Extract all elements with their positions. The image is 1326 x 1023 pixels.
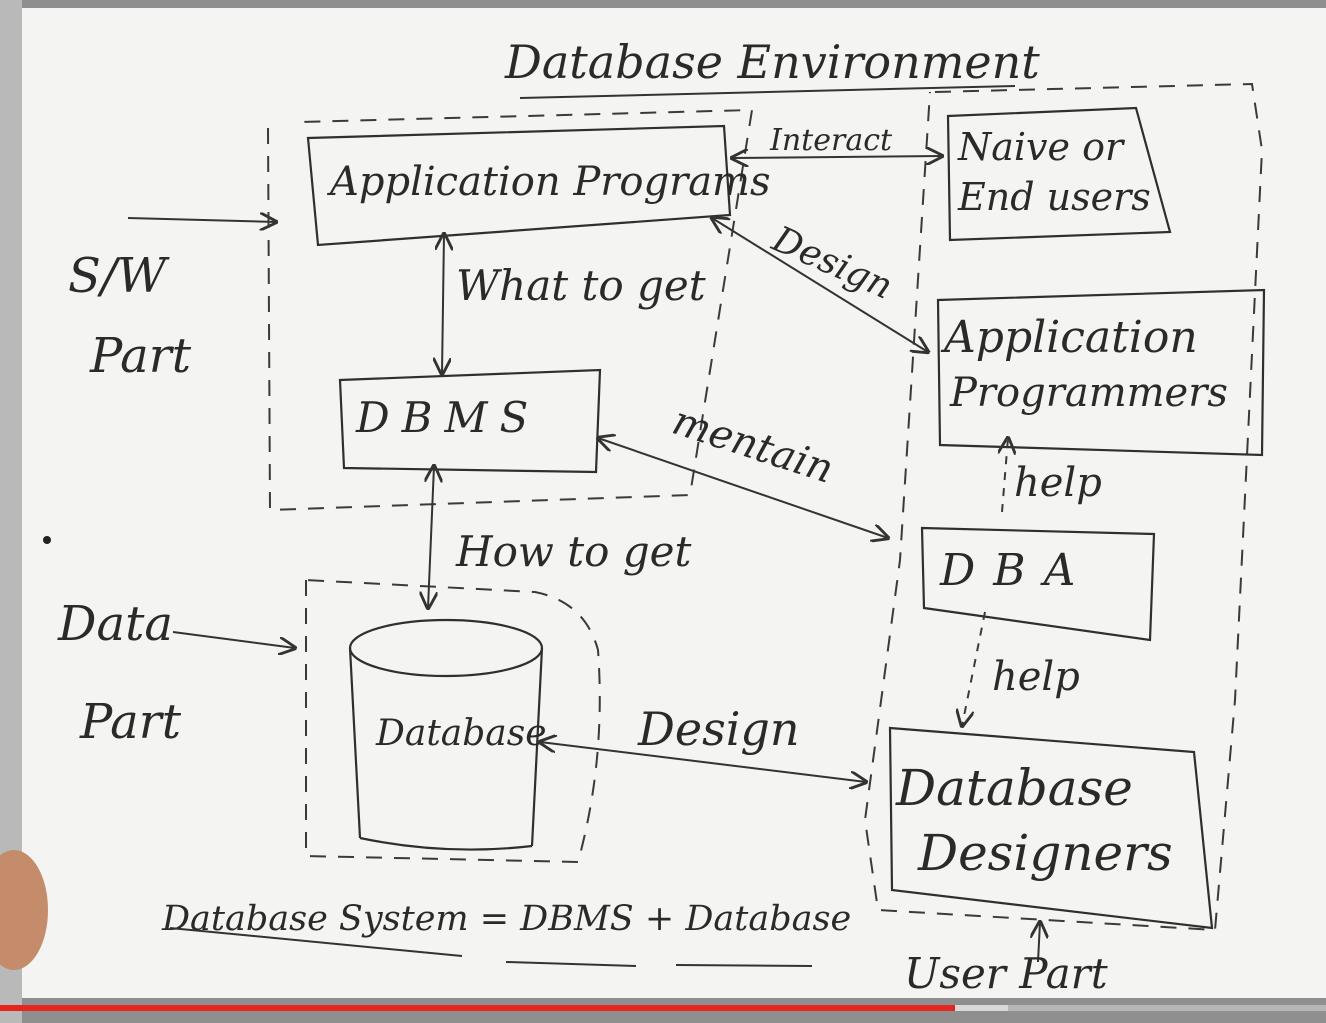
software-part-label-2: Part (89, 328, 192, 384)
user-part-boundary (863, 82, 1264, 932)
database-system-equation: Database System = DBMS + Database (161, 899, 851, 939)
user-part-arrow (1038, 922, 1040, 963)
design-bottom-label: Design (637, 702, 800, 756)
dbms-box: DBMS (338, 368, 602, 474)
data-part-label-2: Part (79, 694, 182, 750)
database-designers-label-1: Database (895, 759, 1133, 817)
dba-label: DBA (939, 545, 1093, 596)
database-designers-box: Database Designers (888, 726, 1214, 930)
what-to-get-label: What to get (456, 261, 706, 310)
application-programmers-label-1: Application (940, 312, 1198, 363)
database-cylinder: Database (348, 618, 547, 851)
board-pin (43, 536, 51, 544)
maintain-arrow (598, 438, 888, 538)
how-to-get-arrow (428, 466, 434, 608)
naive-users-label-1: Naive or (957, 125, 1126, 169)
help-arrow-to-programmers (1002, 438, 1008, 513)
design-bottom-arrow (540, 742, 866, 782)
interact-label: Interact (769, 123, 893, 158)
what-to-get-arrow (442, 234, 444, 374)
application-programs-box: Application Programs (306, 124, 771, 247)
dba-box: DBA (920, 526, 1156, 642)
database-designers-label-2: Designers (917, 824, 1173, 882)
database-label: Database (375, 713, 547, 754)
help-arrow-to-designers (962, 611, 986, 726)
naive-users-box: Naive or End users (946, 106, 1172, 242)
software-part-boundary (267, 108, 754, 512)
data-part-arrow (172, 631, 295, 648)
software-part-arrow (127, 218, 276, 222)
software-part-label-1: S/W (68, 248, 170, 304)
video-played-bar (0, 1005, 955, 1011)
dbms-label: DBMS (355, 393, 540, 442)
design-top-arrow (712, 218, 928, 352)
data-part-boundary (305, 579, 601, 864)
user-part-label: User Part (904, 949, 1108, 998)
video-progress-bar[interactable] (0, 1005, 1326, 1011)
application-programmers-label-2: Programmers (949, 370, 1228, 416)
help-label-1: help (1014, 460, 1102, 506)
data-part-label-1: Data (57, 596, 173, 652)
help-label-2: help (992, 654, 1080, 700)
board-left-rail (0, 0, 22, 1023)
diagram-title: Database Environment (504, 35, 1040, 89)
naive-users-label-2: End users (957, 175, 1151, 219)
presenter-hand (0, 850, 48, 970)
application-programmers-box: Application Programmers (936, 288, 1266, 457)
application-programs-label: Application Programs (326, 159, 771, 205)
video-buffered-bar (954, 1005, 1008, 1011)
how-to-get-label: How to get (455, 527, 691, 576)
interact-arrow (732, 156, 942, 158)
